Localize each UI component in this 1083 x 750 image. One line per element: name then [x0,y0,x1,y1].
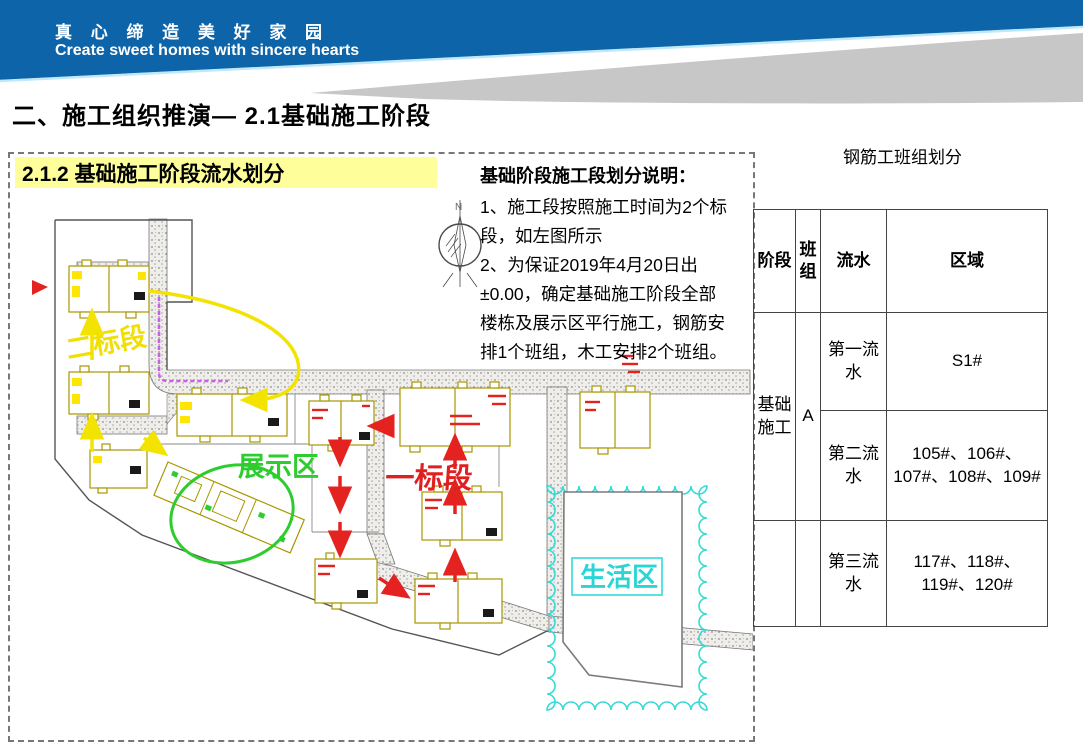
label-exhibition: 展示区 [238,452,319,482]
notes-line: 楼栋及展示区平行施工，钢筋安 [480,313,725,333]
rebar-crew-table: 阶段 班组 流水 区域 基础施工 A 第一流水 S1# 第二流水 105#、10… [753,209,1048,627]
flow-cell: 第二流水 [820,410,887,521]
notes-line: 排1个班组，木工安排2个班组。 [480,342,727,362]
area-cell: 117#、118#、119#、120# [886,520,1048,627]
label-section-2: 二标段 [64,321,149,365]
yellow-arrows [79,289,301,457]
flow-cell: 第一流水 [820,312,887,411]
notes-line: 2、为保证2019年4月20日出 [480,255,698,275]
building-9 [414,572,503,630]
area-cell: S1# [886,312,1048,411]
red-annotations [312,354,640,596]
site-boundary [54,219,550,656]
building-7 [579,385,651,455]
entrance-marker [32,280,48,295]
compass-north-letter: N [455,202,462,213]
building-10 [314,552,378,610]
building-8 [421,485,503,547]
notes-line: 段，如左图所示 [480,226,603,246]
table-row: 基础施工 A 第一流水 S1# [753,312,1048,521]
building-3 [89,443,148,494]
notes-line: ±0.00，确定基础施工阶段全部 [480,284,717,304]
section-title-bar: 2.1.2 基础施工阶段流水划分 [15,157,437,188]
section-title: 2.1.2 基础施工阶段流水划分 [22,162,285,186]
building-4 [176,387,288,443]
page-title: 二、施工组织推演— 2.1基础施工阶段 [12,103,432,130]
banner-slogan-cn: 真 心 缔 造 美 好 家 园 [55,23,330,42]
site-plan: 生活区 二 [32,200,753,711]
col-header-flow: 流水 [820,209,887,313]
exhibition-cluster [153,461,306,565]
banner-graphic [0,0,1083,104]
col-header-crew: 班组 [795,209,821,313]
crew-cell-empty [795,520,821,627]
red-arrows [327,413,468,599]
table-row: 第三流水 117#、118#、119#、120# [753,520,1048,627]
phase-notes: 基础阶段施工段划分说明： 1、施工段按照施工时间为2个标 段，如左图所示 2、为… [480,162,758,367]
col-header-stage: 阶段 [753,209,796,313]
building-5 [308,394,375,452]
label-section-1: 一标段 [384,461,473,495]
header-banner: 真 心 缔 造 美 好 家 园 Create sweet homes with … [0,0,1083,106]
notes-line: 1、施工段按照施工时间为2个标 [480,197,727,217]
area-cell: 105#、106#、107#、108#、109# [886,410,1048,521]
notes-heading: 基础阶段施工段划分说明： [480,166,696,186]
stage-cell: 基础施工 [753,312,796,521]
building-2 [68,365,150,421]
col-header-area: 区域 [886,209,1048,313]
buildings [68,259,651,630]
flow-cell: 第三流水 [820,520,887,627]
table-title: 钢筋工班组划分 [843,148,962,167]
table-header-row: 阶段 班组 流水 区域 [753,209,1048,313]
building-1 [68,259,150,319]
living-area: 生活区 [546,485,708,711]
crew-cell: A [795,312,821,521]
label-living-area: 生活区 [580,562,658,592]
north-compass-icon: N [438,200,482,288]
site-plan-board: 生活区 二 [8,152,755,742]
banner-slogan-en: Create sweet homes with sincere hearts [55,42,360,59]
stage-cell-empty [753,520,796,627]
